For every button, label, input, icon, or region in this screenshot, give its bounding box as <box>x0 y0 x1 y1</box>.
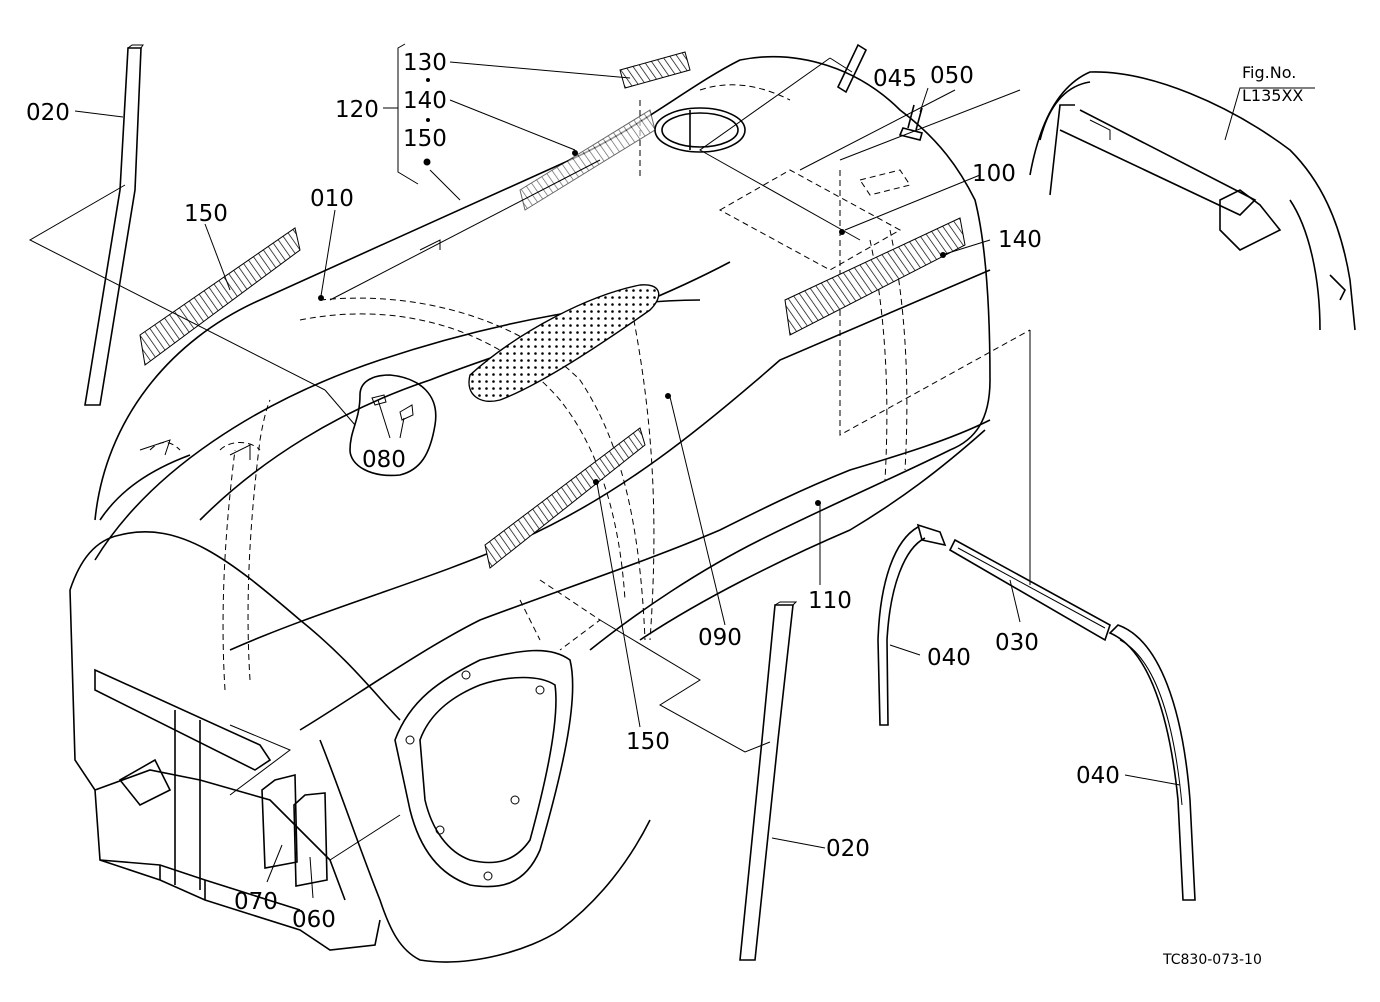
fig-ref-number: L135XX <box>1242 86 1303 105</box>
decal-140-top <box>519 109 656 211</box>
part-045-pin <box>836 43 868 94</box>
loose-parts <box>84 43 1356 961</box>
label-130: 130 <box>403 50 447 76</box>
part-040-left-seal <box>877 526 926 726</box>
drawing-code: TC830-073-10 <box>1162 952 1262 968</box>
label-030: 030 <box>995 630 1039 656</box>
label-045: 045 <box>873 66 917 92</box>
decal-130-top <box>619 51 691 89</box>
label-010: 010 <box>310 186 354 212</box>
ref-inset-drawing <box>1029 71 1356 331</box>
label-150-left: 150 <box>184 201 228 227</box>
label-110: 110 <box>808 588 852 614</box>
part-020-upper-strip <box>84 47 142 406</box>
label-060: 060 <box>292 907 336 933</box>
decal-150-center <box>484 427 646 569</box>
label-090: 090 <box>698 625 742 651</box>
leader-lines <box>28 43 1315 899</box>
part-labels: 020 150 010 120 130 140 150 045 050 100 … <box>26 50 1303 968</box>
label-150-group: 150 <box>403 126 447 152</box>
part-050-bolt <box>898 104 923 141</box>
part-020-lower-strip <box>739 604 794 961</box>
label-070: 070 <box>234 889 278 915</box>
label-020-upper: 020 <box>26 100 70 126</box>
label-080: 080 <box>362 447 406 473</box>
fig-ref-title: Fig.No. <box>1242 63 1296 82</box>
label-050: 050 <box>930 63 974 89</box>
part-070-block <box>261 773 298 869</box>
label-120: 120 <box>335 97 379 123</box>
label-100: 100 <box>972 161 1016 187</box>
hood-drawing <box>69 51 1031 963</box>
label-020-lower: 020 <box>826 836 870 862</box>
decal-140-right <box>784 217 966 336</box>
label-140-right: 140 <box>998 227 1042 253</box>
label-150-center: 150 <box>626 729 670 755</box>
part-040-right-seal <box>1108 624 1196 901</box>
decal-150-left <box>139 227 301 366</box>
label-040-right: 040 <box>1076 763 1120 789</box>
part-030-seal <box>948 538 1111 642</box>
label-040-left: 040 <box>927 645 971 671</box>
label-140-group: 140 <box>403 88 447 114</box>
